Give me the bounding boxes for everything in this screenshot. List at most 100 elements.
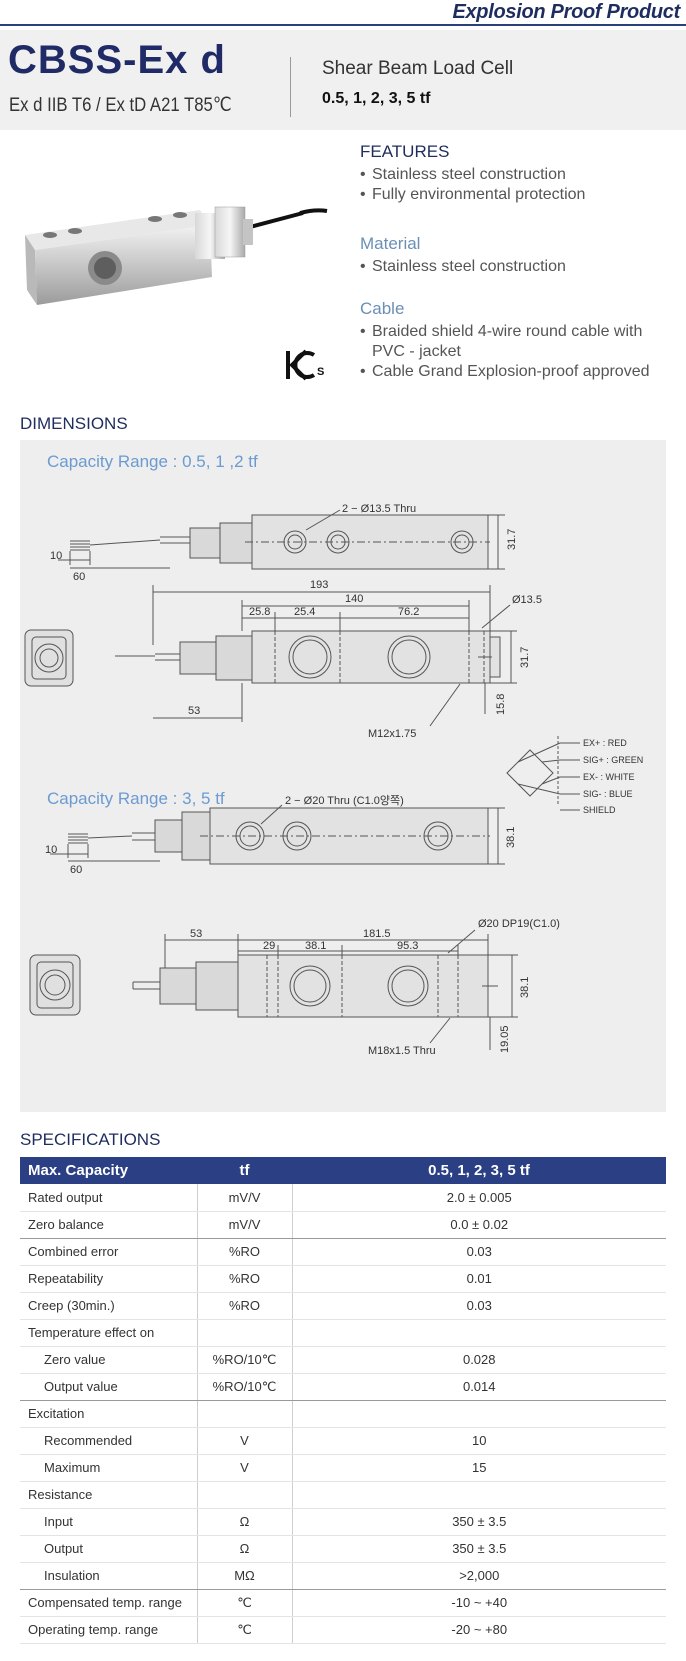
spec-label: Maximum xyxy=(20,1454,197,1482)
spec-value: -10 ~ +40 xyxy=(292,1589,666,1617)
range2-top-view xyxy=(50,804,505,865)
spec-label: Output value xyxy=(20,1373,197,1401)
spec-unit xyxy=(196,1400,293,1428)
specifications-table: Max. Capacity tf 0.5, 1, 2, 3, 5 tf Rate… xyxy=(20,1157,666,1644)
capacity-range-2-label: Capacity Range : 3, 5 tf xyxy=(47,789,225,808)
spec-label: Rated output xyxy=(20,1184,197,1212)
spec-header-capacity: Max. Capacity xyxy=(20,1157,197,1184)
range2-thru-label: 2 − Ø20 Thru (C1.0양쪽) xyxy=(285,794,404,807)
spec-label: Excitation xyxy=(20,1400,197,1428)
wire-ex-minus: EX- : WHITE xyxy=(583,772,635,782)
wire-ex-plus: EX+ : RED xyxy=(583,738,627,748)
spec-label: Zero value xyxy=(20,1346,197,1374)
spec-unit: V xyxy=(196,1427,293,1455)
range1-thru-label: 2 − Ø13.5 Thru xyxy=(342,503,416,515)
cable-title: Cable xyxy=(360,299,405,318)
spec-value: -20 ~ +80 xyxy=(292,1616,666,1644)
spec-label: Operating temp. range xyxy=(20,1616,197,1644)
spec-value: 350 ± 3.5 xyxy=(292,1508,666,1536)
range2-dim-95-3: 95.3 xyxy=(397,940,418,952)
dimensions-title: DIMENSIONS xyxy=(20,414,128,433)
wiring-diagram xyxy=(506,736,580,811)
range1-dim-dia: Ø13.5 xyxy=(512,594,542,606)
range1-thread: M12x1.75 xyxy=(368,728,416,740)
spec-label: Input xyxy=(20,1508,197,1536)
spec-label: Repeatability xyxy=(20,1265,197,1293)
spec-label: Combined error xyxy=(20,1238,197,1266)
spec-header-unit: tf xyxy=(197,1157,292,1184)
specifications-title: SPECIFICATIONS xyxy=(20,1130,161,1149)
range2-side-view xyxy=(29,929,518,1050)
range2-dim-38-1a: 38.1 xyxy=(505,827,517,848)
range2-side-labels: 53 181.5 Ø20 DP19(C1.0) 29 38.1 95.3 38.… xyxy=(190,918,560,1057)
range2-dim-19-05: 19.05 xyxy=(499,1025,511,1053)
spec-value xyxy=(292,1319,666,1347)
range2-dim-181-5: 181.5 xyxy=(363,928,391,940)
load-cell-photo xyxy=(25,206,328,305)
product-type: Shear Beam Load Cell xyxy=(322,58,514,79)
spec-unit xyxy=(196,1481,293,1509)
spec-header-values: 0.5, 1, 2, 3, 5 tf xyxy=(292,1157,666,1184)
feature-item: Fully environmental protection xyxy=(360,185,585,205)
spec-value: 0.03 xyxy=(292,1292,666,1320)
range1-dim-31-7a: 31.7 xyxy=(506,529,518,550)
spec-value: 0.03 xyxy=(292,1238,666,1266)
cable-item: Braided shield 4-wire round cable with P… xyxy=(360,322,670,362)
spec-unit: %RO xyxy=(196,1265,293,1293)
range1-dim-15-8: 15.8 xyxy=(495,694,507,715)
wire-sig-plus: SIG+ : GREEN xyxy=(583,755,643,765)
table-row: Temperature effect on xyxy=(20,1319,666,1347)
spec-value xyxy=(292,1481,666,1509)
table-row: Excitation xyxy=(20,1400,666,1428)
spec-value xyxy=(292,1400,666,1428)
spec-label: Resistance xyxy=(20,1481,197,1509)
cable-item: Cable Grand Explosion-proof approved xyxy=(360,362,670,382)
range1-dim-53: 53 xyxy=(188,705,200,717)
wire-sig-minus: SIG- : BLUE xyxy=(583,789,633,799)
range1-side-labels: 193 140 25.8 25.4 76.2 Ø13.5 31.7 15.8 5… xyxy=(188,579,542,740)
spec-unit: %RO/10℃ xyxy=(196,1346,293,1374)
spec-value: 2.0 ± 0.005 xyxy=(292,1184,666,1212)
spec-unit: mV/V xyxy=(196,1211,293,1239)
range1-dim-140: 140 xyxy=(345,593,363,605)
feature-item: Stainless steel construction xyxy=(360,165,585,185)
spec-unit: %RO xyxy=(196,1238,293,1266)
dimension-drawings: Capacity Range : 0.5, 1 ,2 tf Capacity R… xyxy=(20,440,666,1112)
header-divider xyxy=(290,57,291,117)
wire-shield: SHIELD xyxy=(583,805,616,815)
features-section: FEATURES Stainless steel construction Fu… xyxy=(360,142,585,205)
cable-section: Cable Braided shield 4-wire round cable … xyxy=(360,299,670,382)
material-title: Material xyxy=(360,234,421,253)
range2-dim-60: 60 xyxy=(70,864,82,876)
range1-dim-25-4: 25.4 xyxy=(294,606,315,618)
range2-dim-53: 53 xyxy=(190,928,202,940)
range1-top-view xyxy=(58,509,505,570)
spec-label: Zero balance xyxy=(20,1211,197,1239)
spec-value: 350 ± 3.5 xyxy=(292,1535,666,1563)
product-banner: Explosion Proof Product xyxy=(452,1,680,23)
spec-unit: Ω xyxy=(196,1535,293,1563)
range2-top-labels: 2 − Ø20 Thru (C1.0양쪽) 38.1 10 60 xyxy=(45,794,517,876)
range2-dim-10: 10 xyxy=(45,844,57,856)
product-header: CBSS-Ex d Ex d IIB T6 / Ex tD A21 T85℃ S… xyxy=(0,30,686,130)
table-row: Resistance xyxy=(20,1481,666,1509)
range2-dim-29: 29 xyxy=(263,940,275,952)
spec-unit: mV/V xyxy=(196,1184,293,1212)
model-name: CBSS-Ex d xyxy=(8,38,226,82)
spec-value: 0.01 xyxy=(292,1265,666,1293)
spec-label: Insulation xyxy=(20,1562,197,1590)
spec-value: >2,000 xyxy=(292,1562,666,1590)
table-row: Operating temp. range℃-20 ~ +80 xyxy=(20,1616,666,1644)
spec-value: 0.014 xyxy=(292,1373,666,1401)
